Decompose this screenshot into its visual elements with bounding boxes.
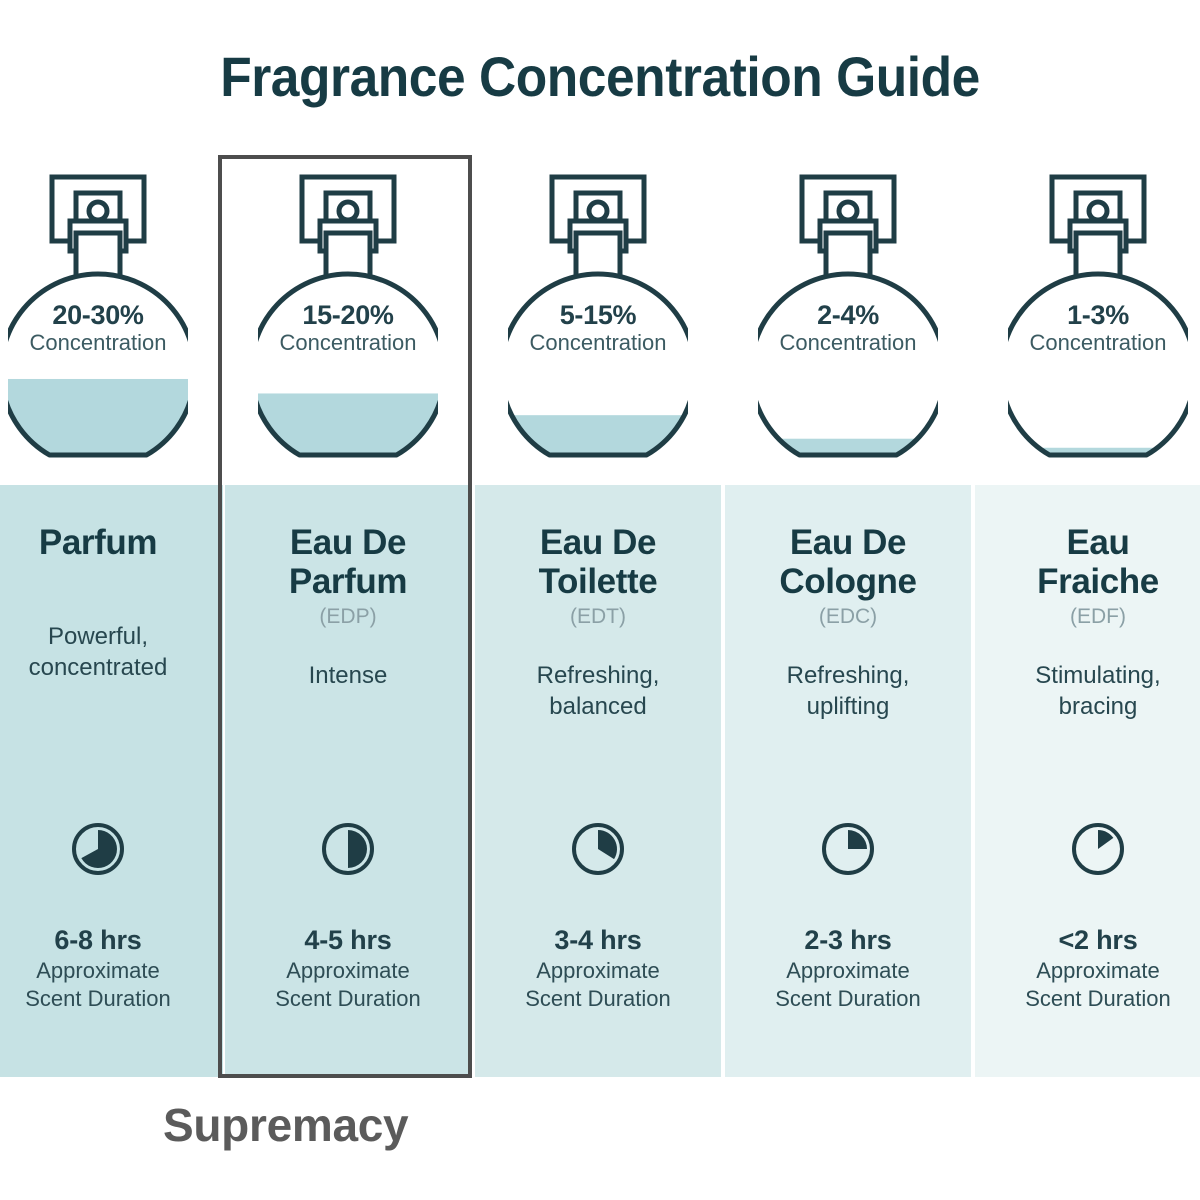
- info-panel: Eau De Parfum (EDP) Intense 4-5 hrs Appr…: [225, 485, 471, 1077]
- fragrance-abbreviation: (EDF): [1070, 605, 1126, 629]
- fragrance-name: Eau De Toilette: [538, 523, 658, 602]
- fragrance-column-eau-fraiche: 1-3% Concentration Eau Fraiche (EDF) Sti…: [973, 155, 1200, 1080]
- fragrance-description: Refreshing, balanced: [536, 662, 660, 721]
- concentration-columns: 20-30% Concentration Parfum Powerful, co…: [0, 155, 1200, 1080]
- fragrance-abbreviation: (EDC): [818, 605, 878, 629]
- duration-sublabel: Approximate Scent Duration: [275, 957, 421, 1012]
- duration-hours: 3-4 hrs: [554, 925, 642, 955]
- bottle-area: 5-15% Concentration: [473, 155, 723, 485]
- fragrance-name: Parfum: [38, 523, 158, 562]
- fragrance-name: Eau De Parfum: [288, 523, 408, 602]
- duration-block: 3-4 hrs Approximate Scent Duration: [475, 925, 721, 1014]
- scent-duration-clock-icon: [1072, 823, 1124, 875]
- scent-duration-clock-icon: [322, 823, 374, 875]
- duration-hours: 2-3 hrs: [804, 925, 892, 955]
- info-panel: Eau Fraiche (EDF) Stimulating, bracing <…: [975, 485, 1200, 1077]
- duration-block: 2-3 hrs Approximate Scent Duration: [725, 925, 971, 1014]
- fragrance-name: Eau De Cologne: [779, 523, 917, 602]
- fragrance-column-eau-de-parfum: 15-20% Concentration Eau De Parfum (EDP)…: [223, 155, 473, 1080]
- perfume-bottle-graphic: [508, 174, 688, 458]
- bottle-liquid: [1008, 447, 1188, 456]
- bottle-area: 2-4% Concentration: [723, 155, 973, 485]
- perfume-bottle-graphic: [758, 174, 938, 458]
- info-panel: Eau De Toilette (EDT) Refreshing, balanc…: [475, 485, 721, 1077]
- fragrance-abbreviation: (EDT): [570, 605, 626, 629]
- bottle-liquid: [758, 438, 938, 456]
- bottle-area: 20-30% Concentration: [0, 155, 223, 485]
- perfume-bottle-graphic: [258, 174, 438, 458]
- bottle-liquid: [508, 415, 688, 456]
- bottle-liquid: [8, 378, 188, 456]
- duration-sublabel: Approximate Scent Duration: [1025, 957, 1171, 1012]
- fragrance-description: Intense: [308, 662, 388, 690]
- scent-duration-clock-icon: [72, 823, 124, 875]
- fragrance-abbreviation: (EDP): [319, 605, 377, 629]
- scent-duration-clock-icon: [572, 823, 624, 875]
- duration-sublabel: Approximate Scent Duration: [25, 957, 171, 1012]
- fragrance-description: Refreshing, uplifting: [786, 662, 910, 721]
- fragrance-column-eau-de-toilette: 5-15% Concentration Eau De Toilette (EDT…: [473, 155, 723, 1080]
- fragrance-description: Stimulating, bracing: [1035, 662, 1161, 721]
- duration-block: 4-5 hrs Approximate Scent Duration: [225, 925, 471, 1014]
- page-title: Fragrance Concentration Guide: [220, 45, 980, 109]
- fragrance-name: Eau Fraiche: [1037, 523, 1159, 602]
- duration-sublabel: Approximate Scent Duration: [775, 957, 921, 1012]
- duration-hours: 6-8 hrs: [54, 925, 142, 955]
- duration-sublabel: Approximate Scent Duration: [525, 957, 671, 1012]
- bottle-area: 1-3% Concentration: [973, 155, 1200, 485]
- scent-duration-clock-icon: [822, 823, 874, 875]
- duration-block: 6-8 hrs Approximate Scent Duration: [0, 925, 223, 1014]
- duration-hours: <2 hrs: [1058, 925, 1138, 955]
- bottle-area: 15-20% Concentration: [223, 155, 473, 485]
- info-panel: Parfum Powerful, concentrated 6-8 hrs Ap…: [0, 485, 223, 1077]
- perfume-bottle-graphic: [1008, 174, 1188, 458]
- fragrance-description: Powerful, concentrated: [28, 623, 168, 681]
- perfume-bottle-graphic: [8, 174, 188, 458]
- duration-block: <2 hrs Approximate Scent Duration: [975, 925, 1200, 1014]
- info-panel: Eau De Cologne (EDC) Refreshing, uplifti…: [725, 485, 971, 1077]
- fragrance-column-parfum: 20-30% Concentration Parfum Powerful, co…: [0, 155, 223, 1080]
- fragrance-column-eau-de-cologne: 2-4% Concentration Eau De Cologne (EDC) …: [723, 155, 973, 1080]
- duration-hours: 4-5 hrs: [304, 925, 392, 955]
- watermark-supremacy: Supremacy: [163, 1099, 409, 1151]
